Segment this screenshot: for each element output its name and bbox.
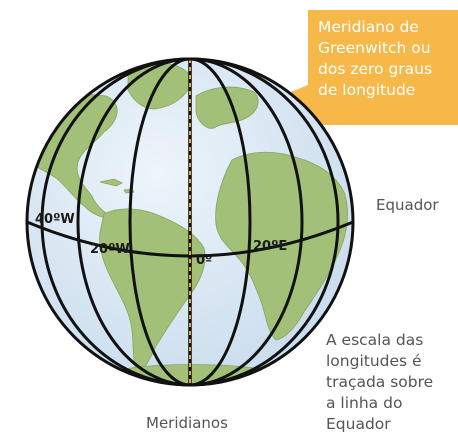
callout-line: Greenwitch ou bbox=[318, 39, 431, 57]
callout-text: Meridiano de Greenwitch ou dos zero grau… bbox=[318, 17, 458, 101]
label-0: 0º bbox=[196, 253, 213, 268]
label-20w: 20ºW bbox=[90, 242, 130, 257]
callout-line: Meridiano de bbox=[318, 18, 419, 36]
callout-box bbox=[308, 10, 458, 125]
equador-label: Equador bbox=[376, 196, 439, 214]
escala-line: Equador bbox=[326, 415, 391, 433]
escala-line: A escala das bbox=[326, 331, 424, 349]
escala-line: longitudes é bbox=[326, 352, 422, 370]
meridianos-label: Meridianos bbox=[146, 414, 228, 432]
europe-shape bbox=[195, 86, 259, 129]
escala-line: a linha do bbox=[326, 394, 403, 412]
escala-note: A escala das longitudes é traçada sobre … bbox=[326, 330, 433, 435]
escala-line: traçada sobre bbox=[326, 373, 434, 391]
globe-outline bbox=[25, 57, 355, 387]
label-20e: 20ºE bbox=[253, 239, 288, 254]
callout-line: dos zero graus bbox=[318, 60, 433, 78]
caribbean-shape bbox=[99, 178, 135, 194]
callout-line: de longitude bbox=[318, 81, 416, 99]
label-40w: 40ºW bbox=[35, 212, 75, 227]
